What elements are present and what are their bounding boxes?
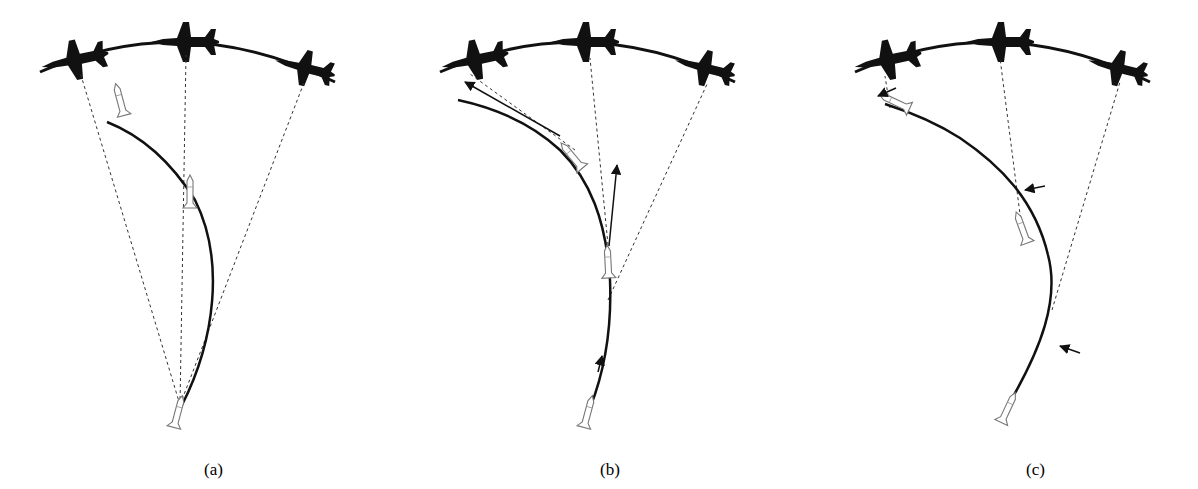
panel-label: (c) [1026, 460, 1045, 480]
panel-a [38, 22, 339, 429]
panel-c [851, 22, 1152, 425]
panel-label: (b) [600, 460, 620, 480]
panel-label: (a) [204, 460, 223, 480]
panel-b [438, 22, 739, 429]
